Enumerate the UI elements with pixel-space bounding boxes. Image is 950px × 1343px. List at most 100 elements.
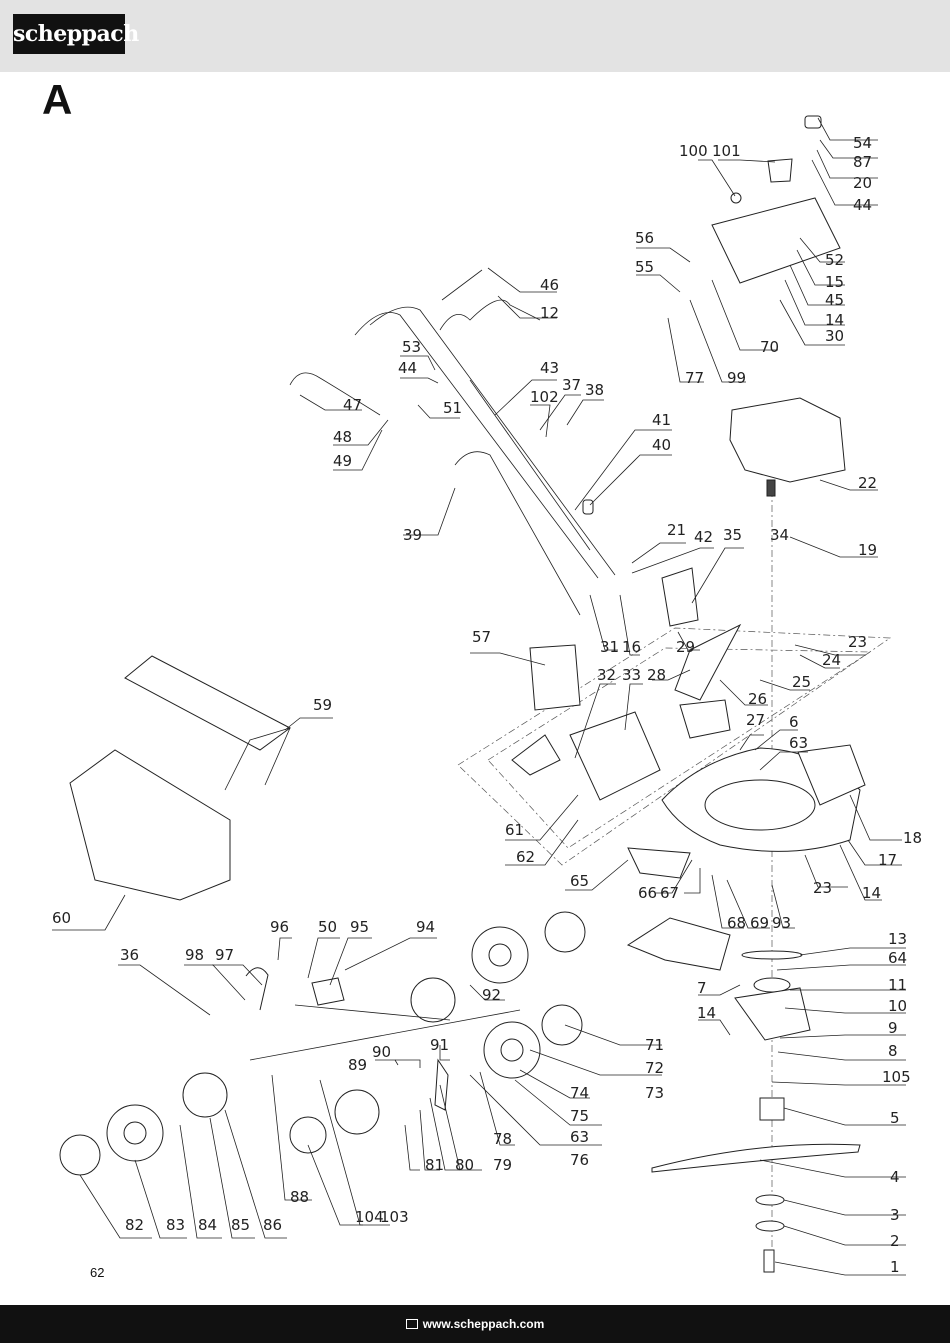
blade-shape xyxy=(651,1143,861,1173)
part-label: 75 xyxy=(570,1107,589,1125)
part-label: 70 xyxy=(760,338,779,356)
part-label: 83 xyxy=(166,1216,185,1234)
part-label: 49 xyxy=(333,452,352,470)
part-label: 23 xyxy=(848,633,867,651)
part-label: 85 xyxy=(231,1216,250,1234)
part-label: 91 xyxy=(430,1036,449,1054)
part-label: 3 xyxy=(890,1206,900,1224)
part-label: 12 xyxy=(540,304,559,322)
part-label: 26 xyxy=(748,690,767,708)
flap-bracket-shape xyxy=(511,734,561,776)
bag-hook-shape xyxy=(245,967,269,1011)
part-label: 19 xyxy=(858,541,877,559)
cable-shape xyxy=(469,379,591,551)
mount-bracket-shape xyxy=(661,567,699,627)
part-label: 5 xyxy=(890,1109,900,1127)
bolt-shape xyxy=(763,1249,775,1273)
part-label: 105 xyxy=(882,1068,911,1086)
part-label: 87 xyxy=(853,153,872,171)
part-label: 94 xyxy=(416,918,435,936)
page-number: 62 xyxy=(90,1265,105,1280)
part-label: 79 xyxy=(493,1156,512,1174)
part-label: 34 xyxy=(770,526,789,544)
part-label: 32 xyxy=(597,666,616,684)
part-label: 44 xyxy=(853,196,872,214)
part-label: 24 xyxy=(822,651,841,669)
part-label: 7 xyxy=(697,979,707,997)
part-label: 21 xyxy=(667,521,686,539)
part-label: 81 xyxy=(425,1156,444,1174)
tube-shape xyxy=(582,499,594,515)
part-label: 38 xyxy=(585,381,604,399)
bracket-shape xyxy=(679,699,731,739)
grass-bag-frame-leg-shape xyxy=(224,727,291,791)
wheel-cap-2-shape xyxy=(541,1004,583,1046)
part-label: 60 xyxy=(52,909,71,927)
part-label: 69 xyxy=(750,914,769,932)
part-label: 55 xyxy=(635,258,654,276)
part-label: 104 xyxy=(355,1208,384,1226)
part-label: 48 xyxy=(333,428,352,446)
bail-bar-shape xyxy=(289,372,381,416)
side-plate-shape xyxy=(529,644,581,711)
part-label: 31 xyxy=(600,638,619,656)
part-label: 82 xyxy=(125,1216,144,1234)
brand-logo: scheppach xyxy=(13,14,139,54)
part-label: 95 xyxy=(350,918,369,936)
part-label: 23 xyxy=(813,879,832,897)
part-label: 84 xyxy=(198,1216,217,1234)
part-label: 29 xyxy=(676,638,695,656)
part-label: 43 xyxy=(540,359,559,377)
part-shapes xyxy=(59,115,866,1273)
part-label: 46 xyxy=(540,276,559,294)
part-label: 67 xyxy=(660,884,679,902)
grass-bag-frame-shape xyxy=(124,655,291,751)
part-label: 59 xyxy=(313,696,332,714)
part-label: 47 xyxy=(343,396,362,414)
part-label: 76 xyxy=(570,1151,589,1169)
part-label: 63 xyxy=(789,734,808,752)
part-label: 63 xyxy=(570,1128,589,1146)
part-label: 14 xyxy=(825,311,844,329)
part-label: 8 xyxy=(888,1042,898,1060)
part-label: 98 xyxy=(185,946,204,964)
guard-shape xyxy=(674,623,742,701)
part-label: 92 xyxy=(482,986,501,1004)
part-label: 72 xyxy=(645,1059,664,1077)
handle-insert-shape xyxy=(627,847,691,879)
footer-url[interactable]: www.scheppach.com xyxy=(422,1317,545,1331)
part-label: 71 xyxy=(645,1036,664,1054)
blade-adapter-shape xyxy=(759,1097,785,1121)
engine-crank-shape xyxy=(766,479,776,497)
part-label: 14 xyxy=(697,1004,716,1022)
part-label: 22 xyxy=(858,474,877,492)
housing-shape xyxy=(797,744,866,806)
wheel-front-left-hub-shape xyxy=(488,943,512,967)
part-label: 80 xyxy=(455,1156,474,1174)
part-labels: 54 87 20 44 100 101 56 55 52 15 45 14 30… xyxy=(52,134,922,1276)
part-label: 40 xyxy=(652,436,671,454)
part-label: 4 xyxy=(890,1168,900,1186)
part-label: 13 xyxy=(888,930,907,948)
part-label: 15 xyxy=(825,273,844,291)
engine-shape xyxy=(729,397,846,483)
part-label: 100 xyxy=(679,142,708,160)
grass-bag-shape xyxy=(69,749,231,901)
height-adjust-shape xyxy=(294,1004,451,1021)
part-label: 51 xyxy=(443,399,462,417)
part-label: 68 xyxy=(727,914,746,932)
grip-shape xyxy=(441,269,483,301)
part-label: 35 xyxy=(723,526,742,544)
part-label: 53 xyxy=(402,338,421,356)
part-label: 30 xyxy=(825,327,844,345)
part-label: 62 xyxy=(516,848,535,866)
knob-shape xyxy=(804,115,822,129)
wheel-front-right-shape xyxy=(334,1089,380,1135)
handle-lower-shape xyxy=(454,451,581,616)
part-label: 93 xyxy=(772,914,791,932)
part-label: 64 xyxy=(888,949,907,967)
side-discharge-shape xyxy=(626,917,731,971)
handle-upper-shape xyxy=(369,306,616,576)
wheel-rear-right-hub-shape xyxy=(500,1038,524,1062)
